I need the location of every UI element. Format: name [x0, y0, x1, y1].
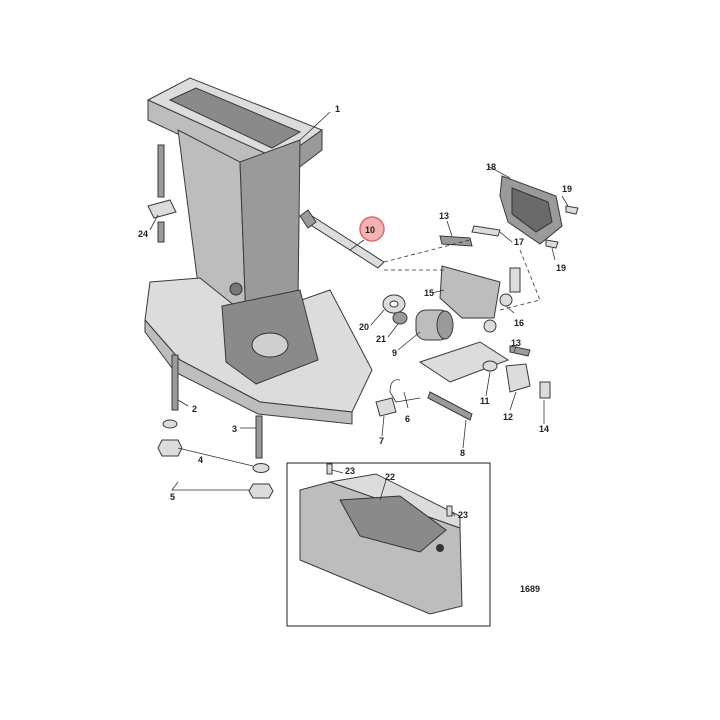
callout-11: 11: [480, 396, 490, 406]
callout-labels: 1 2 3 4 5 6 7 8 9 10 11 12 13 13 14 15 1…: [138, 104, 572, 520]
tube-6: [389, 379, 421, 403]
bolt-14: [539, 381, 551, 399]
leader-lines: [149, 111, 569, 517]
nut-5: [248, 483, 274, 499]
callout-23a: 23: [345, 466, 355, 476]
callout-19b: 19: [556, 263, 566, 273]
callout-20: 20: [359, 322, 369, 332]
callout-17: 17: [514, 237, 524, 247]
callout-3: 3: [232, 424, 237, 434]
screw-19b: [545, 239, 559, 249]
fitting-7: [375, 397, 397, 417]
washer-16a: [499, 293, 513, 307]
bracket-15: [439, 265, 501, 319]
driveshaft-housing: [144, 77, 373, 425]
washer-16b: [483, 319, 497, 333]
stud-3: [255, 415, 263, 459]
callout-4: 4: [198, 455, 203, 465]
callout-13b: 13: [511, 338, 521, 348]
callout-8: 8: [460, 448, 465, 458]
callout-18: 18: [486, 162, 496, 172]
callout-19a: 19: [562, 184, 572, 194]
callout-14: 14: [539, 424, 549, 434]
callout-2: 2: [192, 404, 197, 414]
callout-15: 15: [424, 288, 434, 298]
dowel-23a: [326, 463, 333, 475]
stud-2: [171, 354, 179, 411]
screw-19a: [565, 205, 579, 215]
mount-bolts-left: [147, 144, 177, 243]
nut-12: [505, 363, 531, 393]
callout-22: 22: [385, 472, 395, 482]
callout-5: 5: [170, 492, 175, 502]
bracket-13a: [439, 235, 473, 247]
dowel-23b: [446, 505, 453, 517]
callout-16: 16: [514, 318, 524, 328]
callout-10: 10: [365, 225, 375, 235]
callout-13a: 13: [439, 211, 449, 221]
callout-24: 24: [138, 229, 148, 239]
callout-21: 21: [376, 334, 386, 344]
highlight-marker: [359, 216, 385, 242]
lower-mount-assembly: [375, 175, 579, 421]
washer-top: [162, 419, 178, 429]
washer-11: [482, 360, 498, 372]
screw-8: [427, 391, 473, 421]
stud-and-nut-hardware: [157, 354, 274, 499]
callout-12: 12: [503, 412, 513, 422]
bolt-17b: [509, 267, 521, 293]
nut-left: [157, 439, 183, 457]
inset-detail-box: [286, 462, 491, 627]
callout-23b: 23: [458, 510, 468, 520]
base-block: [418, 341, 510, 383]
bolt-17a: [471, 225, 501, 237]
callout-6: 6: [405, 414, 410, 424]
callout-1: 1: [335, 104, 340, 114]
callout-9: 9: [392, 348, 397, 358]
washer-4: [252, 463, 270, 473]
ring-21: [392, 311, 408, 325]
figure-number: 1689: [520, 584, 540, 594]
callout-7: 7: [379, 436, 384, 446]
